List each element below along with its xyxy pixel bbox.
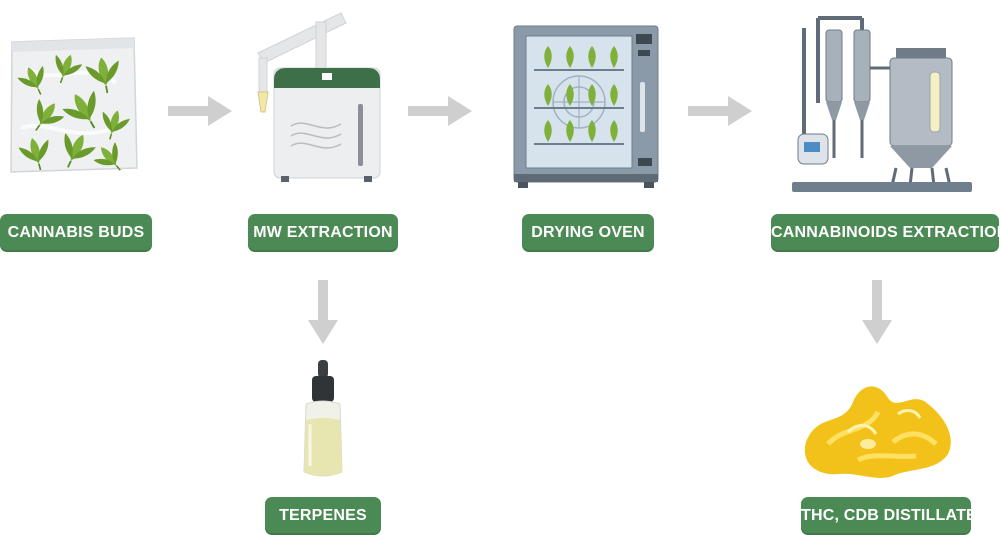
step-label-mw-extraction: MW EXTRACTION xyxy=(248,214,398,252)
microwave-extractor-icon xyxy=(257,12,381,182)
output-label-terpenes: TERPENES xyxy=(265,497,381,535)
distillate-amber-icon xyxy=(804,386,951,478)
cannabis-bag-icon xyxy=(10,37,138,178)
drying-oven-icon xyxy=(513,25,659,188)
dropper-bottle-icon xyxy=(303,360,343,477)
arrow-right-icon xyxy=(688,96,752,126)
extraction-column-icon xyxy=(792,16,972,192)
step-label-drying-oven: DRYING OVEN xyxy=(522,214,654,252)
step-label-cannabis-buds: CANNABIS BUDS xyxy=(0,214,152,252)
arrow-down-icon xyxy=(862,280,892,344)
output-label-thc-cdb-distillate: THC, CDB DISTILLATE xyxy=(801,497,977,535)
arrow-right-icon xyxy=(168,96,232,126)
arrow-right-icon xyxy=(408,96,472,126)
arrow-down-icon xyxy=(308,280,338,344)
step-label-cannabinoids-extraction: CANNABINOIDS EXTRACTION xyxy=(771,214,1000,252)
